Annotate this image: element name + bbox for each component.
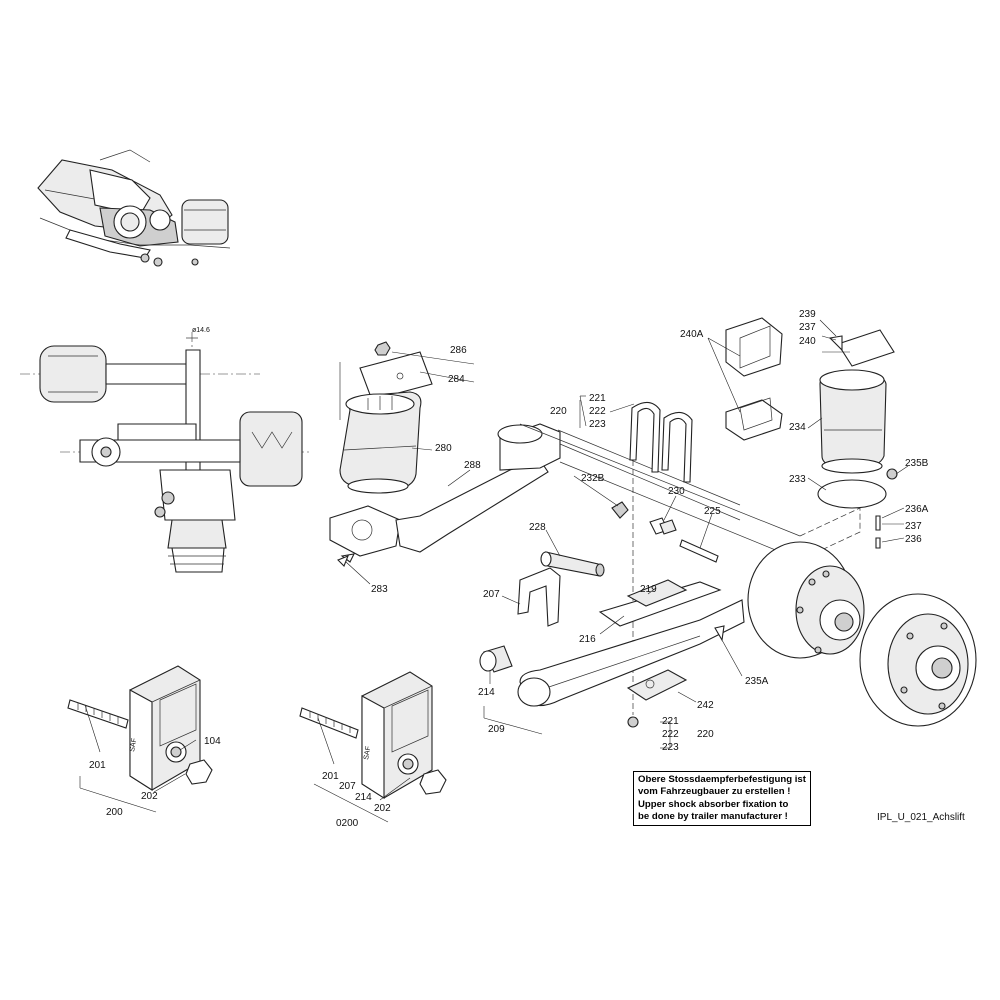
callout-220-bottom: 220	[697, 729, 714, 740]
callout-222-bottom: 222	[662, 729, 679, 740]
bracket-marking: SAF	[129, 738, 138, 753]
callout-201: 201	[89, 760, 106, 771]
callout-labels: 104 201 202 200 201 207 214 202 0200 286…	[89, 309, 929, 829]
notice-line-3: Upper shock absorber fixation to	[638, 798, 789, 810]
brake-drum-hub	[747, 541, 977, 727]
callout-223-bottom: 223	[662, 742, 679, 753]
callout-288: 288	[464, 460, 481, 471]
callout-236a: 236A	[905, 504, 929, 515]
air-spring-234	[725, 317, 898, 549]
callout-219: 219	[640, 584, 657, 595]
callout-228: 228	[529, 522, 546, 533]
callout-237-bottom: 237	[905, 521, 922, 532]
callout-237-top: 237	[799, 322, 816, 333]
callout-202: 202	[141, 791, 158, 802]
callout-242: 242	[697, 700, 714, 711]
callout-284: 284	[448, 374, 465, 385]
overview-assembly-view	[37, 149, 231, 267]
dimension-label: ø14.6	[192, 327, 210, 334]
callout-236: 236	[905, 534, 922, 545]
callout-230: 230	[668, 486, 685, 497]
u-bolts-221	[629, 401, 693, 715]
callout-214: 214	[478, 687, 495, 698]
callout-221-top: 221	[589, 393, 606, 404]
callout-220-top: 220	[550, 406, 567, 417]
callout-202-b: 202	[374, 803, 391, 814]
bracket-assembly-200: SAF	[67, 665, 213, 792]
callout-207: 207	[483, 589, 500, 600]
air-spring-280	[339, 341, 433, 494]
callout-286: 286	[450, 345, 467, 356]
leaf-spring-209	[479, 567, 745, 728]
callout-232b: 232B	[581, 473, 605, 484]
callout-223-top: 223	[589, 419, 606, 430]
callout-209: 209	[488, 724, 505, 735]
callout-207-b: 207	[339, 781, 356, 792]
bracket-marking-2: SAF	[363, 746, 372, 761]
leader-lines	[79, 319, 909, 823]
document-id: IPL_U_021_Achslift	[877, 812, 965, 823]
notice-line-2: vom Fahrzeugbauer zu erstellen !	[638, 786, 791, 798]
callout-280: 280	[435, 443, 452, 454]
bracket-assembly-0200: SAF	[299, 671, 447, 800]
notice-line-1: Obere Stossdaempferbefestigung ist	[638, 774, 806, 785]
side-view-assembly: ø14.6	[20, 327, 310, 573]
callout-216: 216	[579, 634, 596, 645]
callout-225: 225	[704, 506, 721, 517]
callout-214-b: 214	[355, 792, 372, 803]
axle-beam	[519, 423, 861, 561]
notice-line-4: be done by trailer manufacturer !	[638, 810, 788, 822]
callout-240a: 240A	[680, 329, 704, 340]
callout-233: 233	[789, 474, 806, 485]
callout-200: 200	[106, 807, 123, 818]
callout-283: 283	[371, 584, 388, 595]
callout-239: 239	[799, 309, 816, 320]
callout-201-b: 201	[322, 771, 339, 782]
installation-notice-box: Obere Stossdaempferbefestigung ist vom F…	[633, 771, 811, 826]
callout-104: 104	[204, 736, 221, 747]
trailing-arm-288	[329, 423, 561, 567]
callout-0200: 0200	[336, 818, 359, 829]
callout-240: 240	[799, 336, 816, 347]
callout-235a: 235A	[745, 676, 769, 687]
callout-235b: 235B	[905, 458, 929, 469]
callout-234: 234	[789, 422, 806, 433]
callout-222-top: 222	[589, 406, 606, 417]
callout-221-bottom: 221	[662, 716, 679, 727]
hardware-parts	[540, 501, 719, 577]
